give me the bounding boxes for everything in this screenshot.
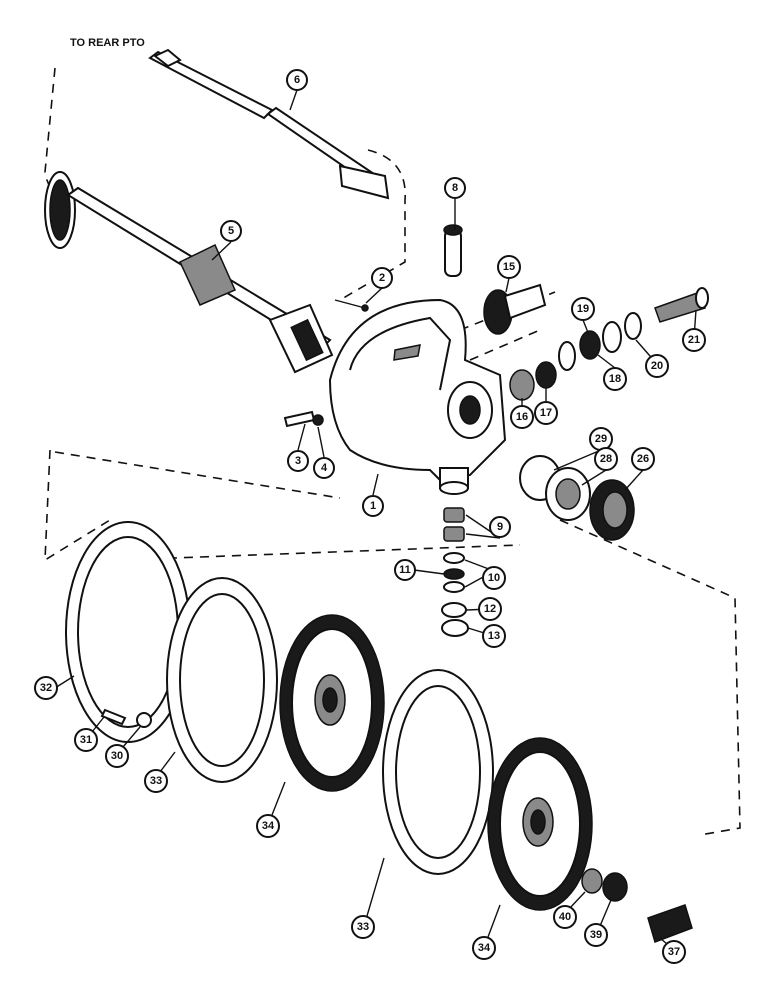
callout-29: 29	[589, 427, 613, 451]
callout-label: 9	[497, 521, 503, 533]
caption-to-rear-pto: TO REAR PTO	[70, 37, 145, 49]
callout-32: 32	[34, 676, 58, 700]
callout-label: 31	[80, 734, 92, 746]
callout-16: 16	[510, 405, 534, 429]
callout-34-lower: 34	[472, 936, 496, 960]
callout-9: 9	[489, 516, 511, 538]
callout-33-upper: 33	[144, 769, 168, 793]
callout-33-lower: 33	[351, 915, 375, 939]
callout-label: 2	[379, 272, 385, 284]
callout-20: 20	[645, 354, 669, 378]
callout-label: 8	[452, 182, 458, 194]
callout-label: 17	[540, 407, 552, 419]
callout-label: 28	[600, 453, 612, 465]
callout-40: 40	[553, 905, 577, 929]
callout-label: 11	[399, 564, 411, 576]
callout-label: 16	[516, 411, 528, 423]
callout-19: 19	[571, 297, 595, 321]
hub-and-small-gear	[581, 868, 628, 902]
callout-6: 6	[286, 69, 308, 91]
separator-plate-upper	[166, 577, 278, 783]
short-input-shaft	[654, 287, 709, 323]
callout-label: 34	[262, 820, 275, 832]
callout-28: 28	[594, 447, 618, 471]
bevel-gear	[589, 479, 635, 541]
callout-label: 33	[150, 775, 162, 787]
callout-label: 32	[40, 682, 52, 694]
callout-label: 6	[294, 74, 300, 86]
pto-housing	[328, 298, 507, 495]
callout-label: 10	[488, 572, 500, 584]
callout-15: 15	[497, 255, 521, 279]
callout-label: 40	[559, 911, 571, 923]
pto-shaft	[148, 48, 390, 200]
callout-4: 4	[313, 457, 335, 479]
friction-disc-upper	[279, 614, 385, 792]
callout-8: 8	[444, 177, 466, 199]
callout-5: 5	[220, 220, 242, 242]
callout-10: 10	[482, 566, 506, 590]
separator-plate-lower	[382, 669, 494, 875]
callout-31: 31	[74, 728, 98, 752]
main-shaft-with-gear	[44, 171, 334, 374]
callout-30: 30	[105, 744, 129, 768]
callout-label: 12	[484, 603, 496, 615]
small-bolt	[334, 299, 369, 312]
pin	[443, 224, 463, 277]
callout-label: 18	[609, 373, 621, 385]
callout-label: 30	[111, 750, 123, 762]
callout-label: 5	[228, 225, 234, 237]
callout-label: 20	[651, 360, 663, 372]
callout-label: 21	[688, 334, 700, 346]
coil-spring	[647, 904, 693, 943]
callout-label: 34	[478, 942, 491, 954]
callout-11: 11	[394, 559, 416, 581]
callout-39: 39	[584, 923, 608, 947]
callout-1: 1	[362, 495, 384, 517]
callout-label: 37	[668, 946, 680, 958]
lower-dashed-link	[54, 451, 521, 561]
bolt-and-nut	[100, 708, 152, 728]
callout-18: 18	[603, 367, 627, 391]
pinion-gear	[483, 283, 547, 335]
callout-17: 17	[534, 401, 558, 425]
bearings-16-17	[509, 361, 557, 401]
callout-label: 1	[370, 500, 376, 512]
bushing-stack	[441, 507, 469, 637]
large-ring-plate	[65, 521, 191, 743]
callout-label: 26	[637, 453, 649, 465]
callout-label: 39	[590, 929, 602, 941]
callout-label: 33	[357, 921, 369, 933]
housing-bolt-and-washer	[283, 410, 324, 428]
callout-2: 2	[371, 267, 393, 289]
friction-disc-lower	[487, 737, 593, 911]
lower-dashed-outline	[44, 449, 741, 836]
callout-34-upper: 34	[256, 814, 280, 838]
large-bearing	[545, 467, 591, 521]
callout-26: 26	[631, 447, 655, 471]
callout-label: 3	[295, 455, 301, 467]
washers-18-19-20	[558, 312, 642, 371]
callout-12: 12	[478, 597, 502, 621]
callout-13: 13	[482, 624, 506, 648]
callout-21: 21	[682, 328, 706, 352]
callout-3: 3	[287, 450, 309, 472]
callout-label: 13	[488, 630, 500, 642]
callout-label: 15	[503, 261, 515, 273]
callout-label: 29	[595, 433, 607, 445]
callout-37: 37	[662, 940, 686, 964]
callout-label: 4	[321, 462, 328, 474]
callout-label: 19	[577, 303, 589, 315]
